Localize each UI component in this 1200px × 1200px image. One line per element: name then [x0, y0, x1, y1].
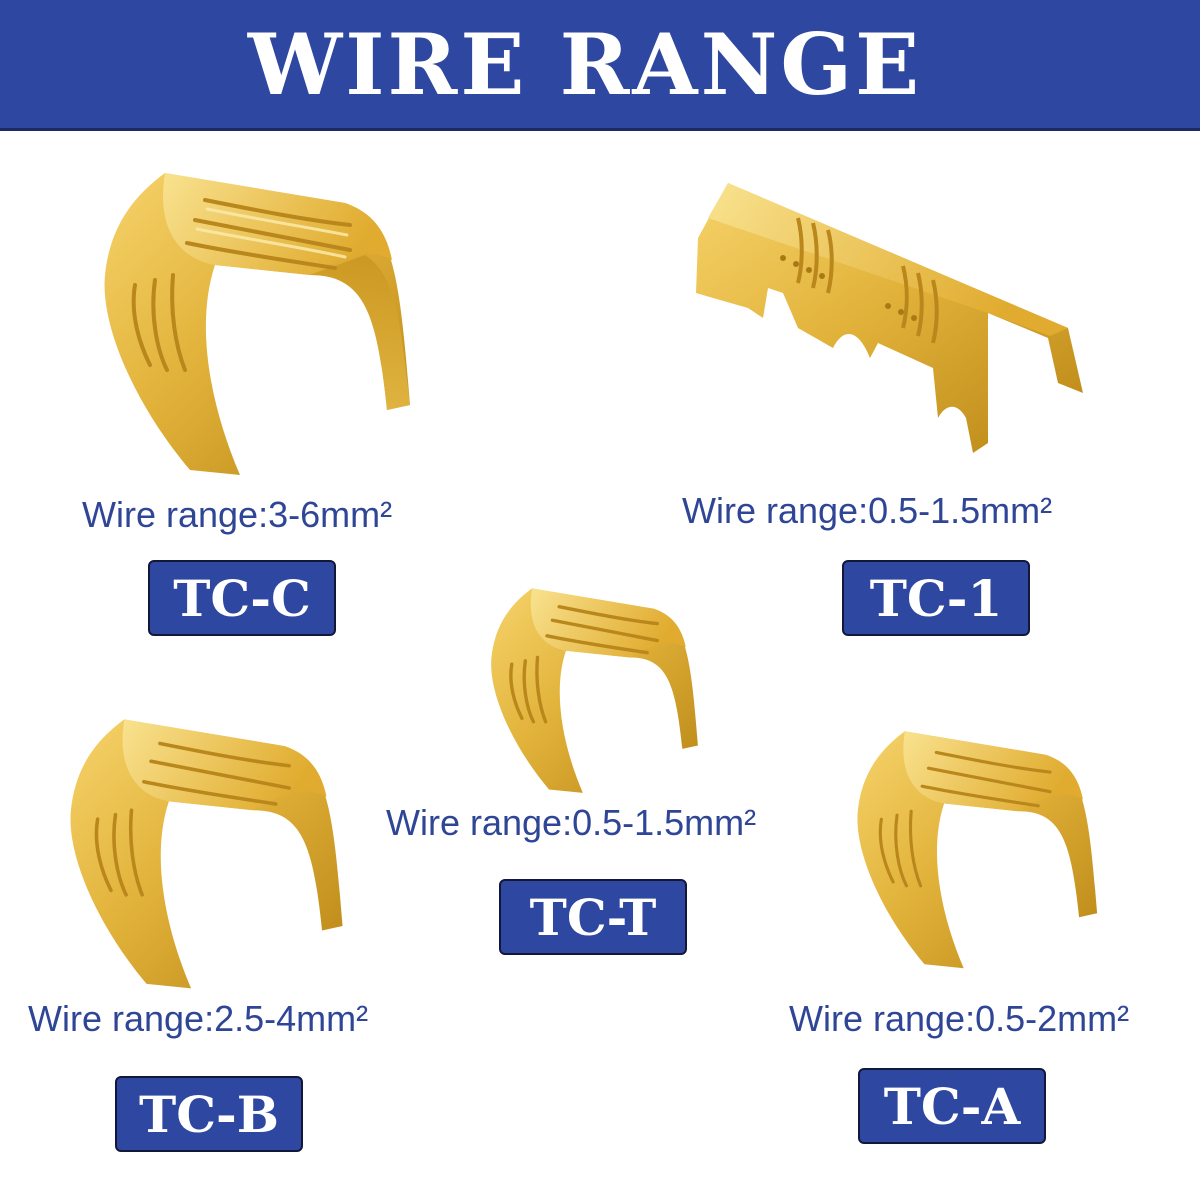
product-code-tc-c: TC-C	[148, 560, 336, 636]
product-code-tc-1: TC-1	[842, 560, 1030, 636]
wire-range-tc-c: Wire range:3-6mm²	[82, 494, 393, 535]
brass-u-clip-icon	[491, 588, 698, 793]
wire-range-tc-a: Wire range:0.5-2mm²	[789, 998, 1130, 1039]
wire-range-tc-b: Wire range:2.5-4mm²	[28, 998, 369, 1039]
wire-range-tc-t: Wire range:0.5-1.5mm²	[386, 802, 757, 843]
banner-title: WIRE RANGE	[247, 14, 923, 114]
title-banner: WIRE RANGE	[0, 0, 1200, 131]
product-code-tc-a: TC-A	[858, 1068, 1046, 1144]
brass-u-clip-icon	[857, 731, 1098, 969]
product-code-tc-b: TC-B	[115, 1076, 303, 1152]
product-code-tc-t: TC-T	[499, 879, 687, 955]
brass-u-clip-icon	[104, 173, 411, 475]
wire-range-tc-1: Wire range:0.5-1.5mm²	[682, 490, 1053, 531]
brass-strip-clip-icon	[696, 183, 1083, 453]
brass-u-clip-icon	[70, 719, 343, 989]
